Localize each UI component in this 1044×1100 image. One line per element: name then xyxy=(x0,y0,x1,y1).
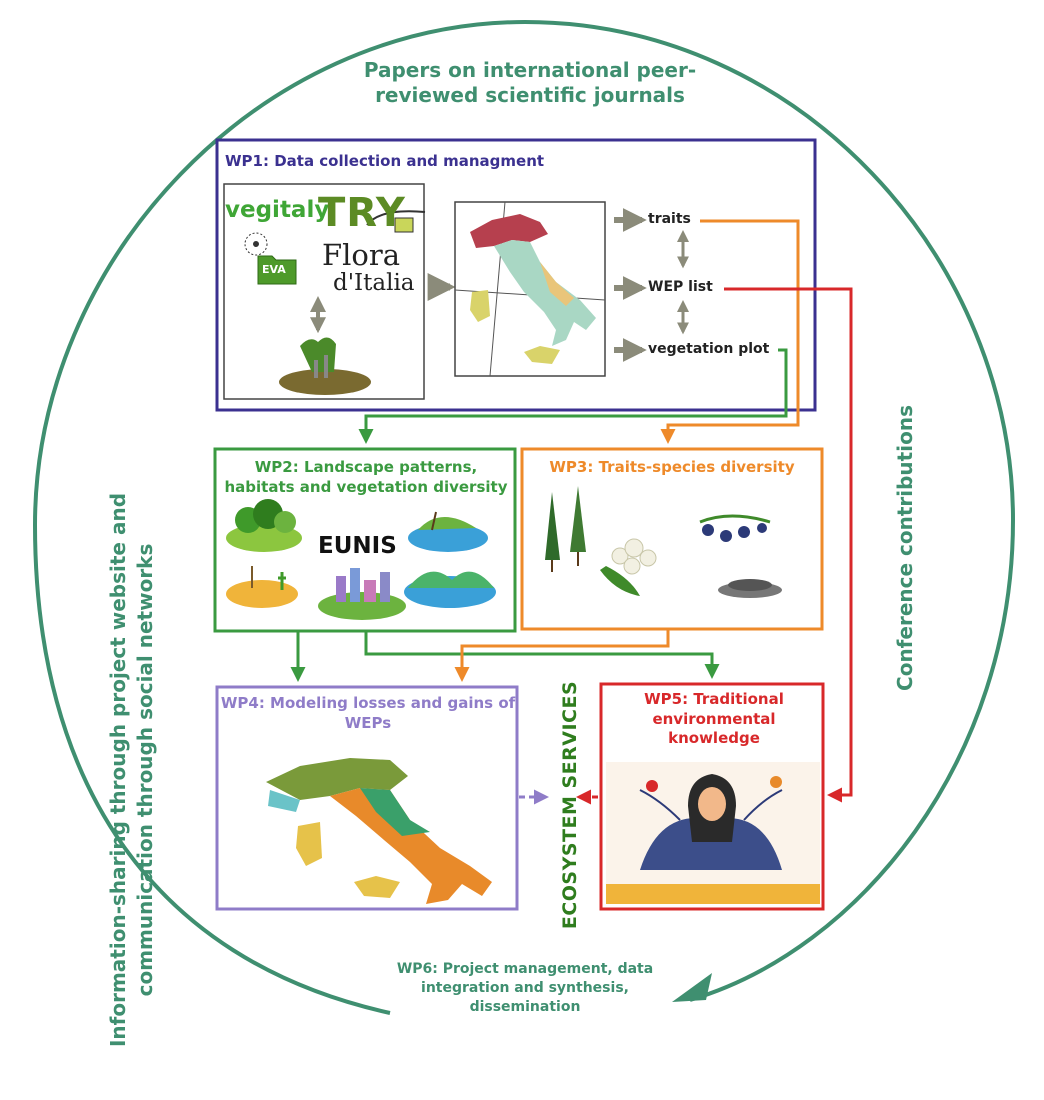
wp1-box xyxy=(215,138,817,412)
output-wep-list: WEP list xyxy=(648,279,713,295)
vegitaly-logo: vegitaly xyxy=(225,197,330,223)
left-label: Information-sharing through project webs… xyxy=(106,492,157,1048)
vegetation-plot-icon xyxy=(279,337,371,395)
try-grass-icon xyxy=(366,210,426,233)
right-label: Conference contributions xyxy=(893,405,917,691)
wp3-title: WP3: Traits-species diversity xyxy=(549,458,795,476)
project-diagram: Papers on international peer-reviewed sc… xyxy=(32,19,1016,1047)
outer-circle-arrowhead xyxy=(672,973,712,1002)
landscape-city-icon xyxy=(318,568,406,620)
wp4-box xyxy=(215,685,519,911)
wp5-box xyxy=(599,682,825,911)
wp2-title: WP2: Landscape patterns, habitats and ve… xyxy=(224,458,508,496)
traditional-knowledge-illustration xyxy=(606,762,820,904)
outer-circle-arc xyxy=(32,19,1016,1015)
tree-leaves-icon xyxy=(545,486,586,572)
flora-logo: Flora xyxy=(322,238,401,272)
ditalia-logo: d'Italia xyxy=(333,270,415,296)
landscape-hills-icon xyxy=(404,571,496,608)
traits-to-wp3-connector xyxy=(660,219,800,444)
wp1-title: WP1: Data collection and managment xyxy=(225,152,545,170)
flower-cluster-icon xyxy=(600,538,657,596)
blueberry-icon xyxy=(699,514,771,542)
diagram-graphics xyxy=(32,19,1016,1015)
wp3-to-wp4-connector xyxy=(454,630,670,682)
wp3-box xyxy=(520,447,824,631)
eva-logo: EVA xyxy=(262,263,286,276)
wp2-box xyxy=(213,447,517,633)
wp4-italy-map-icon xyxy=(266,758,492,904)
italy-map-icon xyxy=(470,214,596,364)
weplist-to-wp5-connector xyxy=(724,287,853,803)
eunis-label: EUNIS xyxy=(318,533,397,559)
vegplot-to-wp2-connector xyxy=(358,348,788,444)
wp6-label: WP6: Project management, data integratio… xyxy=(396,961,654,1015)
ecosystem-services-label: ECOSYSTEM SERVICES xyxy=(559,680,581,930)
wp2-to-wp5-connector xyxy=(364,632,720,679)
eva-folder-icon xyxy=(244,232,297,285)
output-vegetation-plot: vegetation plot xyxy=(648,341,770,357)
wp5-title: WP5: Traditional environmental knowledge xyxy=(644,690,784,747)
wp4-title: WP4: Modeling losses and gains of WEPs xyxy=(220,694,516,732)
top-title: Papers on international peer-reviewed sc… xyxy=(363,58,697,107)
output-traits: traits xyxy=(648,211,691,227)
landscape-island-icon xyxy=(408,511,488,552)
landscape-forest-icon xyxy=(226,499,302,552)
seeds-icon xyxy=(718,579,782,598)
landscape-desert-icon xyxy=(226,566,298,608)
try-logo: TRY xyxy=(318,190,406,236)
